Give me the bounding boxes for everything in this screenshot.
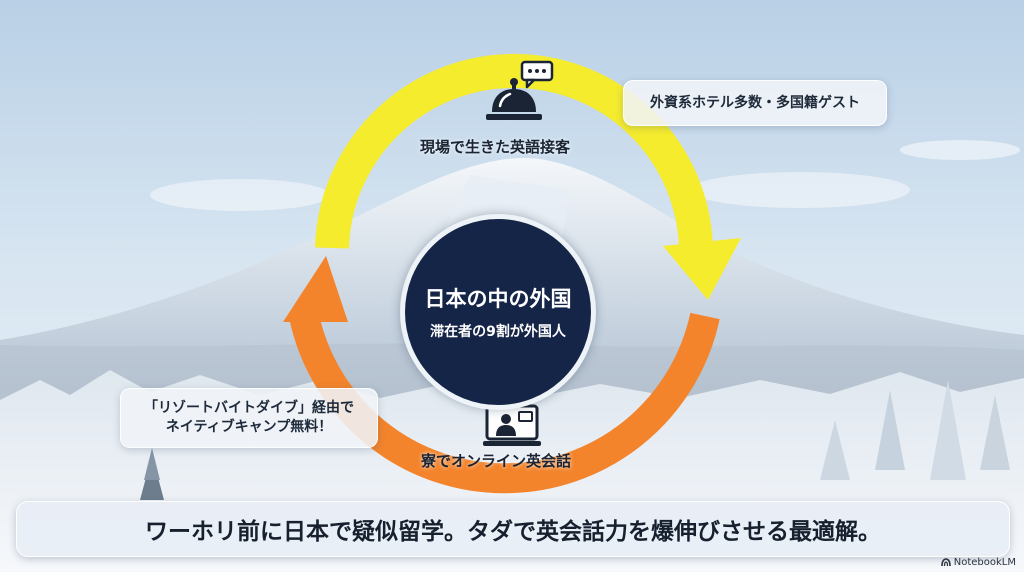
center-title: 日本の中の外国 bbox=[424, 287, 572, 311]
center-circle: 日本の中の外国 滞在者の9割が外国人 bbox=[400, 214, 596, 410]
callout-text-line2: ネイティブキャンプ無料！ bbox=[165, 419, 333, 435]
callout-text: 外資系ホテル多数・多国籍ゲスト bbox=[650, 94, 860, 111]
service-bell-icon bbox=[486, 60, 554, 120]
orange-arrowhead bbox=[283, 256, 348, 322]
node-label-top: 現場で生きた英語接客 bbox=[420, 138, 571, 156]
center-subtitle: 滞在者の9割が外国人 bbox=[430, 324, 566, 340]
notebooklm-watermark: NotebookLM bbox=[940, 557, 1016, 568]
yellow-arrowhead bbox=[663, 238, 741, 300]
notebooklm-logo-icon bbox=[940, 558, 951, 567]
bottom-banner: ワーホリ前に日本で疑似留学。タダで英会話力を爆伸びさせる最適解。 bbox=[16, 501, 1010, 557]
video-call-icon bbox=[483, 404, 541, 446]
callout-text-line1: 「リゾートバイトダイブ」経由で bbox=[144, 400, 354, 416]
yellow-arc-arrow bbox=[315, 53, 714, 259]
callout-foreign-hotels: 外資系ホテル多数・多国籍ゲスト bbox=[623, 80, 887, 126]
callout-native-camp: 「リゾートバイトダイブ」経由で ネイティブキャンプ無料！ bbox=[120, 388, 378, 448]
brand-name: NotebookLM bbox=[953, 557, 1016, 568]
banner-text: ワーホリ前に日本で疑似留学。タダで英会話力を爆伸びさせる最適解。 bbox=[145, 519, 881, 545]
node-label-bottom: 寮でオンライン英会話 bbox=[421, 452, 572, 470]
